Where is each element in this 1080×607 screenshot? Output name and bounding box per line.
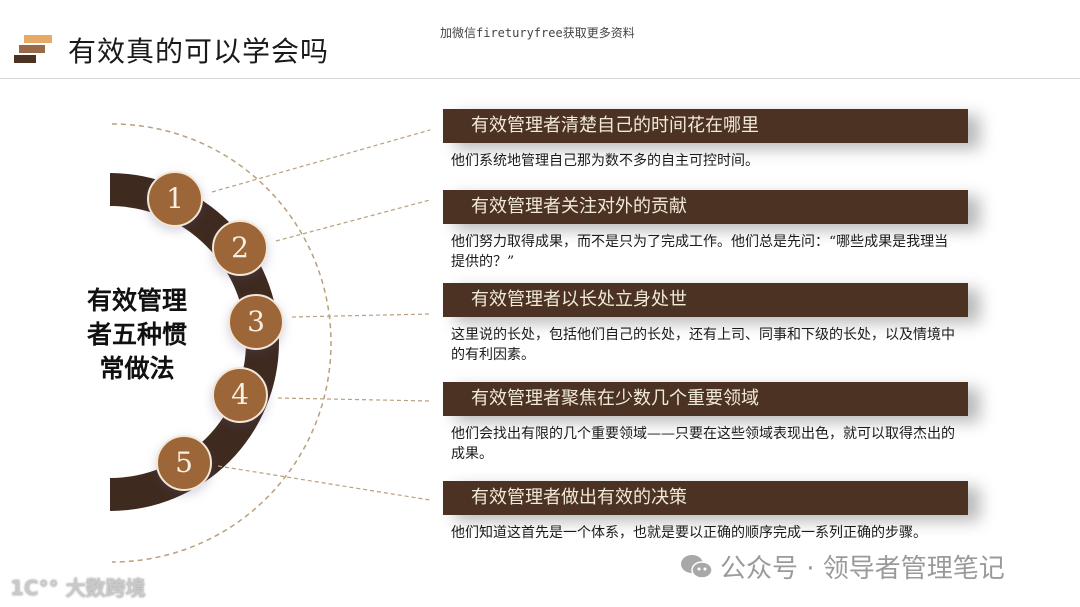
habit-title: 有效管理者以长处立身处世 — [443, 283, 968, 317]
number-circle-1: 1 — [147, 171, 203, 227]
habit-item-3: 有效管理者以长处立身处世 这里说的长处，包括他们自己的长处，还有上司、同事和下级… — [443, 283, 968, 365]
number-circle-3: 3 — [228, 294, 284, 350]
corner-watermark: 1C°° 大数跨境 — [10, 572, 146, 601]
habit-desc: 他们会找出有限的几个重要领域——只要在这些领域表现出色，就可以取得杰出的成果。 — [451, 426, 955, 462]
page-title: 有效真的可以学会吗 — [68, 35, 330, 68]
top-note: 加微信fireturyfree获取更多资料 — [440, 26, 635, 40]
number-circle-2: 2 — [212, 220, 268, 276]
habit-item-1: 有效管理者清楚自己的时间花在哪里 他们系统地管理自己那为数不多的自主可控时间。 — [443, 109, 968, 171]
habit-item-4: 有效管理者聚焦在少数几个重要领域 他们会找出有限的几个重要领域——只要在这些领域… — [443, 382, 968, 464]
habit-title: 有效管理者关注对外的贡献 — [443, 190, 968, 224]
habit-desc: 这里说的长处，包括他们自己的长处，还有上司、同事和下级的长处，以及情境中的有利因… — [451, 327, 955, 363]
wechat-watermark-text: 公众号 · 领导者管理笔记 — [720, 554, 1005, 584]
center-label-line-1: 有效管理 — [86, 286, 187, 315]
center-label-line-3: 常做法 — [99, 354, 175, 383]
habits-diagram: 1 2 3 4 5 — [0, 80, 440, 607]
center-label-line-2: 者五种惯 — [86, 320, 187, 349]
header: 有效真的可以学会吗 加微信fireturyfree获取更多资料 — [0, 0, 1080, 79]
number-circle-4: 4 — [212, 367, 268, 423]
habit-desc: 他们系统地管理自己那为数不多的自主可控时间。 — [451, 153, 759, 169]
habit-desc: 他们知道这首先是一个体系，也就是要以正确的顺序完成一系列正确的步骤。 — [451, 525, 927, 541]
logo-bars-icon — [14, 35, 54, 67]
wechat-icon — [681, 554, 713, 579]
wechat-watermark: 公众号 · 领导者管理笔记 — [680, 548, 1005, 585]
corner-watermark-logo-icon: 1C°° — [10, 576, 59, 600]
habit-desc: 他们努力取得成果，而不是只为了完成工作。他们总是先问：“哪些成果是我理当提供的？… — [451, 234, 949, 270]
arc-graphic — [110, 123, 431, 563]
center-label: 有效管理 者五种惯 常做法 — [72, 284, 202, 386]
number-circle-5: 5 — [156, 435, 212, 491]
habit-title: 有效管理者做出有效的决策 — [443, 481, 968, 515]
corner-watermark-text: 大数跨境 — [65, 576, 146, 600]
habit-item-5: 有效管理者做出有效的决策 他们知道这首先是一个体系，也就是要以正确的顺序完成一系… — [443, 481, 968, 543]
habit-item-2: 有效管理者关注对外的贡献 他们努力取得成果，而不是只为了完成工作。他们总是先问：… — [443, 190, 968, 272]
habit-title: 有效管理者聚焦在少数几个重要领域 — [443, 382, 968, 416]
habit-title: 有效管理者清楚自己的时间花在哪里 — [443, 109, 968, 143]
